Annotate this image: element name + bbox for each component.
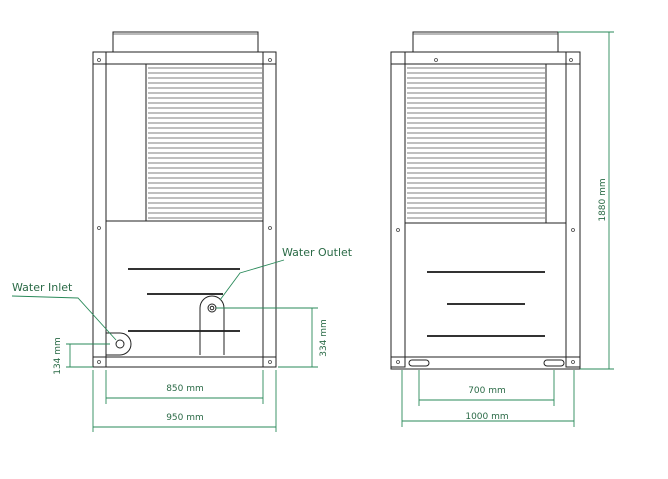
side-top-frame <box>390 51 581 65</box>
side-base-slot-left <box>408 359 430 367</box>
front-right-post <box>262 51 277 368</box>
water-inlet-port <box>115 339 125 349</box>
front-top-frame <box>92 51 277 65</box>
dim-front-inner-width: 850 mm <box>166 384 204 394</box>
dim-side-outer-width: 1000 mm <box>465 412 508 422</box>
front-coil-side-panel <box>105 63 147 222</box>
side-left-post <box>390 51 406 368</box>
side-base <box>390 356 581 370</box>
dim-outlet-height: 334 mm <box>319 319 329 357</box>
water-outlet-port <box>207 303 217 313</box>
side-view <box>390 31 581 370</box>
water-inlet-bracket <box>106 332 132 356</box>
front-fan-cap <box>112 31 259 53</box>
front-left-post <box>92 51 107 368</box>
dim-total-height: 1880 mm <box>598 178 608 221</box>
side-base-slot-right <box>543 359 565 367</box>
side-fan-cap <box>412 31 559 53</box>
front-coil-fins <box>148 67 262 219</box>
front-view-dimensions: Water Outlet Water Inlet 334 mm 134 mm 8… <box>11 246 353 432</box>
water-inlet-label: Water Inlet <box>12 281 73 294</box>
water-inlet-leader <box>11 295 117 341</box>
side-right-post <box>565 51 581 368</box>
front-coil-housing <box>105 63 264 222</box>
side-view-dimensions: 1880 mm 700 mm 1000 mm <box>401 31 614 427</box>
water-outlet-label: Water Outlet <box>282 246 353 259</box>
front-view <box>92 31 277 368</box>
side-coil-fins <box>407 67 545 219</box>
dim-side-inner-width: 700 mm <box>468 386 506 396</box>
dim-front-outer-width: 950 mm <box>166 413 204 423</box>
front-base <box>92 356 277 368</box>
water-outlet-leader <box>219 259 285 301</box>
dim-inlet-height: 134 mm <box>53 337 63 375</box>
front-lower-panel <box>105 220 264 358</box>
water-outlet-bracket <box>199 295 225 355</box>
